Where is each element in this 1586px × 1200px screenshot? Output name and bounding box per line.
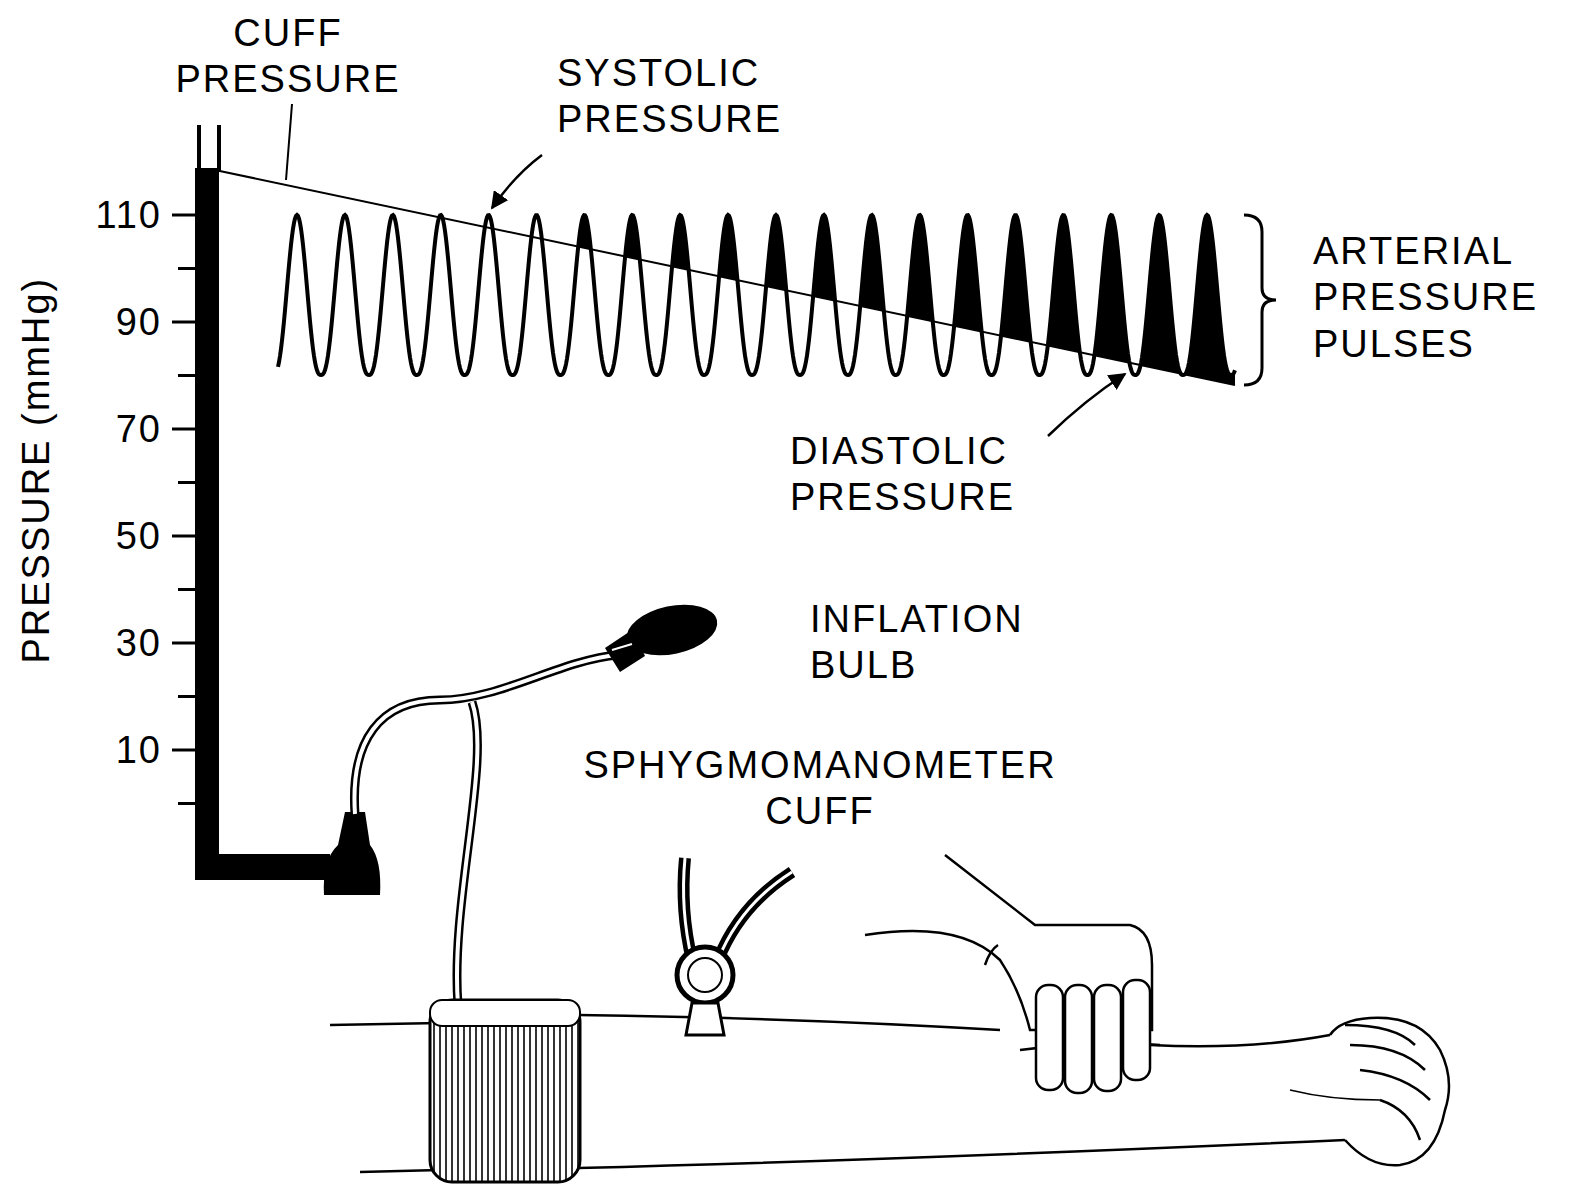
axis-tick (172, 535, 195, 538)
leader-line (286, 104, 292, 180)
axis-number: 70 (116, 406, 162, 452)
axis-number: 10 (116, 727, 162, 773)
axis-tick (178, 481, 195, 484)
cuff-pressure-label: CUFF PRESSURE (175, 10, 400, 103)
axis-number: 90 (116, 299, 162, 345)
cuff-pressure-line (215, 170, 1235, 385)
diastolic-arrow (1048, 374, 1125, 436)
stethoscope (677, 858, 792, 1035)
axis-tick (172, 749, 195, 752)
pulses-label: ARTERIAL PRESSURE PULSES (1313, 228, 1538, 367)
axis-tick (172, 642, 195, 645)
systolic-arrow (492, 155, 542, 208)
axis-tick (178, 374, 195, 377)
axis-number: 50 (116, 513, 162, 559)
pulse-wave (278, 215, 1235, 375)
axis-number: 30 (116, 620, 162, 666)
axis-tick (178, 695, 195, 698)
axis-tick (172, 321, 195, 324)
axis-tick (178, 588, 195, 591)
cuff-edge (430, 1000, 580, 1026)
bracket (1244, 215, 1276, 385)
cuff (430, 1000, 580, 1182)
axis-tick (172, 428, 195, 431)
diastolic-label: DIASTOLIC PRESSURE (790, 428, 1015, 521)
cuff-label: SPHYGMOMANOMETER CUFF (583, 742, 1056, 835)
bulb-label: INFLATION BULB (810, 596, 1024, 689)
inflation-bulb (605, 597, 722, 672)
axis-tick (172, 214, 195, 217)
examiner-hand (865, 855, 1152, 1093)
axis-number: 110 (95, 192, 162, 238)
systolic-label: SYSTOLIC PRESSURE (557, 50, 782, 143)
axis-title: PRESSURE (mmHg) (13, 277, 59, 664)
axis-ticks (172, 215, 195, 804)
tubing (354, 655, 618, 1005)
axis-tick (178, 802, 195, 805)
axis-tick (178, 267, 195, 270)
arterial-pulses (278, 215, 1235, 430)
